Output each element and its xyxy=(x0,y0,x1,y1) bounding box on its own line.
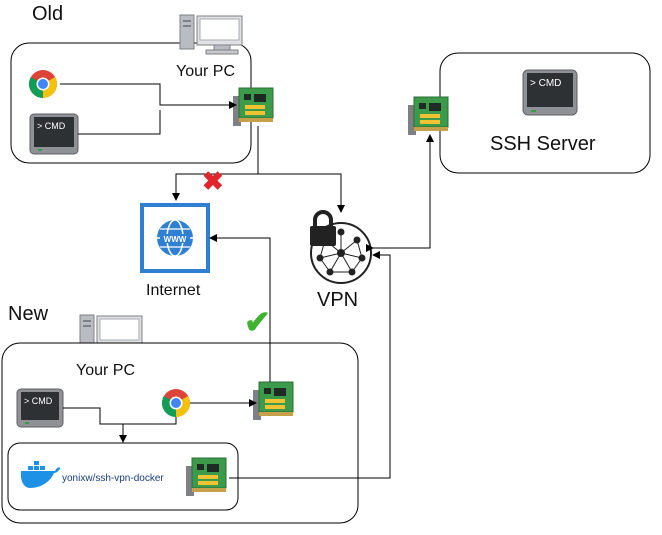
chrome-icon xyxy=(29,70,57,98)
terminal-icon: > CMD xyxy=(29,113,79,155)
docker-icon xyxy=(20,461,60,488)
old-to-vpn-link xyxy=(258,173,345,213)
chrome-to-nic-link xyxy=(60,83,237,109)
ssh-network-card-icon xyxy=(407,96,449,136)
internet-label: Internet xyxy=(146,282,201,299)
docker-to-vpn-link xyxy=(229,251,391,479)
svg-text:> CMD: > CMD xyxy=(24,396,53,406)
chrome-icon xyxy=(162,389,190,417)
old-section-title: Old xyxy=(32,3,63,25)
old-to-internet-link xyxy=(172,126,259,201)
docker-container-box xyxy=(7,442,239,511)
ssh-server-label: SSH Server xyxy=(490,133,596,155)
docker-network-card-icon xyxy=(185,457,227,497)
lock-icon xyxy=(308,210,338,248)
old-network-card-icon xyxy=(232,87,274,127)
old-pc-label: Your PC xyxy=(176,63,235,80)
new-to-internet-link xyxy=(209,234,271,382)
vpn-label: VPN xyxy=(317,289,358,311)
vpn-ssh-link xyxy=(366,134,434,252)
terminal-chrome-link xyxy=(63,407,177,425)
docker-container-label: yonixw/ssh-vpn-docker xyxy=(62,473,164,484)
allowed-check-icon: ✔ xyxy=(244,304,271,340)
new-network-card-icon xyxy=(252,381,294,421)
terminal-icon: > CMD xyxy=(16,388,64,428)
new-section-title: New xyxy=(8,303,49,325)
new-pc-label: Your PC xyxy=(76,362,135,379)
ssh-server-terminal-icon: > CMD xyxy=(522,69,578,116)
blocked-cross-icon: ✖ xyxy=(202,166,224,196)
svg-text:> CMD: > CMD xyxy=(37,121,66,131)
terminal-to-nic-link xyxy=(78,110,161,135)
svg-text:WWW: WWW xyxy=(164,235,187,244)
svg-text:> CMD: > CMD xyxy=(530,78,561,89)
internet-icon: WWW xyxy=(140,203,210,273)
